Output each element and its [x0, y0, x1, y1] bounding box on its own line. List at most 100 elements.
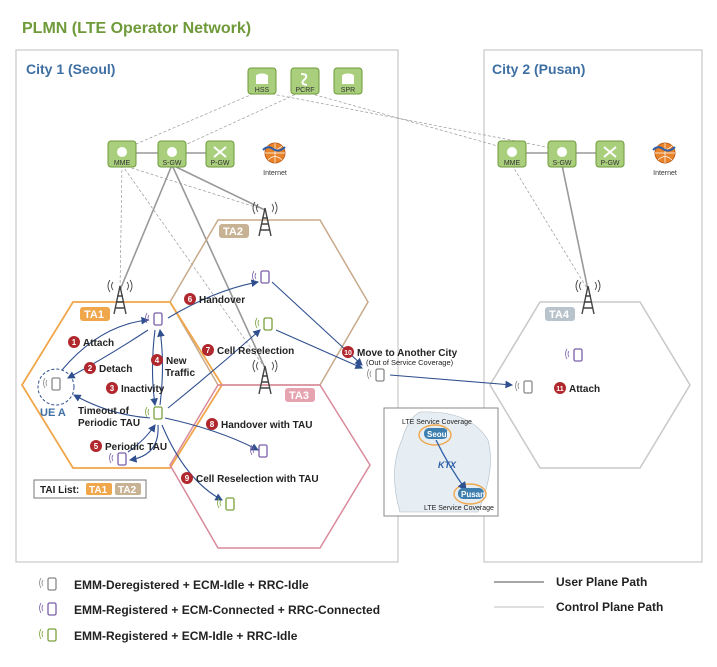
svg-text:6: 6 — [188, 295, 193, 304]
ta3-hexagon — [169, 384, 371, 549]
svg-text:11: 11 — [556, 386, 564, 393]
svg-text:Inactivity: Inactivity — [121, 384, 165, 395]
ta1-label: TA1 — [84, 309, 104, 321]
svg-text:Cell Reselection with TAU: Cell Reselection with TAU — [196, 474, 319, 485]
timeout-label-1: Timeout of — [78, 406, 130, 417]
tower-icon-ta3 — [252, 359, 278, 395]
event-9: 9 Cell Reselection with TAU — [181, 472, 319, 485]
svg-text:Handover: Handover — [199, 295, 245, 306]
internet-icon-city1: Internet — [262, 142, 287, 177]
internet-icon-city2: Internet — [652, 142, 677, 177]
tai-list-item-ta2: TA2 — [118, 485, 137, 496]
ta3-label: TA3 — [289, 390, 309, 402]
svg-text:7: 7 — [206, 346, 211, 355]
svg-text:Attach: Attach — [569, 384, 600, 395]
ta1-flow-arrows — [61, 316, 165, 463]
svg-text:Traffic: Traffic — [165, 368, 195, 379]
pcrf-node: PCRF — [290, 67, 320, 95]
sgw-node-city2: S-GW — [547, 140, 577, 168]
mme-node-city1: MME — [107, 140, 137, 168]
svg-text:9: 9 — [185, 474, 190, 483]
sgw-node-city1: S-GW — [157, 140, 187, 168]
ue-icon-connected-ta3 — [249, 444, 268, 458]
ue-icon-idle-ta3 — [216, 497, 235, 511]
ue-a-label: UE A — [40, 407, 66, 419]
ue-icon-dereg-moving — [366, 368, 385, 382]
pgw-node-city2: P-GW — [595, 140, 625, 168]
event-10: 10 Move to Another City (Out of Service … — [342, 346, 458, 367]
svg-text:5: 5 — [94, 442, 99, 451]
event-1: 1 Attach — [68, 336, 114, 349]
svg-text:HSS: HSS — [255, 87, 270, 94]
korea-map-inset: LTE Service Coverage Seoul KTX Pusan LTE… — [383, 407, 499, 517]
map-ktx-label: KTX — [438, 460, 457, 470]
legend-state-2: EMM-Registered + ECM-Connected + RRC-Con… — [74, 603, 380, 617]
svg-text:Move to Another City: Move to Another City — [357, 348, 458, 359]
svg-text:Detach: Detach — [99, 364, 132, 375]
ta4-hexagon — [489, 301, 691, 469]
map-pusan-coverage: LTE Service Coverage — [424, 505, 494, 512]
svg-text:S-GW: S-GW — [162, 160, 181, 167]
event-5: 5 Periodic TAU — [90, 440, 167, 453]
city2-frame — [483, 49, 703, 563]
mme-node-city2: MME — [497, 140, 527, 168]
event-11: 11 Attach — [554, 382, 600, 395]
tower-icon-ta2 — [252, 201, 278, 237]
svg-text:SPR: SPR — [341, 87, 355, 94]
ue-icon-connected-ta2 — [251, 270, 270, 284]
svg-text:Attach: Attach — [83, 338, 114, 349]
map-pusan-label: Pusan — [461, 490, 485, 499]
ue-icon-dereg-ta4 — [514, 380, 533, 394]
svg-text:MME: MME — [504, 160, 521, 167]
ue-icon-idle-ta1 — [144, 406, 163, 420]
svg-text:4: 4 — [155, 356, 160, 365]
svg-text:MME: MME — [114, 160, 131, 167]
legend-control-plane: Control Plane Path — [556, 600, 663, 614]
svg-text:3: 3 — [110, 384, 115, 393]
event-3: 3 Inactivity — [106, 382, 165, 395]
spr-node: SPR — [333, 67, 363, 95]
city1-frame — [15, 49, 399, 563]
svg-text:Periodic TAU: Periodic TAU — [105, 442, 167, 453]
legend-icon-idle — [38, 628, 57, 642]
svg-text:2: 2 — [88, 364, 93, 373]
svg-text:8: 8 — [210, 420, 215, 429]
event-2: 2 Detach — [84, 362, 132, 375]
map-seoul-coverage: LTE Service Coverage — [402, 419, 472, 426]
ue-icon-connected-ta4 — [564, 348, 583, 362]
svg-text:New: New — [166, 356, 187, 367]
event-7: 7 Cell Reselection — [202, 344, 294, 357]
city1-label: City 1 (Seoul) — [26, 61, 115, 77]
ue-icon-idle-ta2 — [254, 317, 273, 331]
legend-state-3: EMM-Registered + ECM-Idle + RRC-Idle — [74, 629, 298, 643]
ta4-label: TA4 — [549, 309, 570, 321]
svg-text:Internet: Internet — [653, 170, 677, 177]
legend-icon-connected — [38, 602, 57, 616]
svg-text:P-GW: P-GW — [210, 160, 229, 167]
svg-text:1: 1 — [72, 338, 77, 347]
svg-text:Internet: Internet — [263, 170, 287, 177]
ue-a-boundary — [37, 368, 75, 406]
ta2-label: TA2 — [223, 226, 243, 238]
city2-label: City 2 (Pusan) — [492, 61, 585, 77]
svg-text:P-GW: P-GW — [600, 160, 619, 167]
hss-node: HSS — [247, 67, 277, 95]
legend-user-plane: User Plane Path — [556, 575, 647, 589]
event-6: 6 Handover — [184, 293, 245, 306]
tower-icon-ta4 — [575, 279, 601, 315]
timeout-label-2: Periodic TAU — [78, 418, 140, 429]
svg-text:Handover with TAU: Handover with TAU — [221, 420, 312, 431]
ta1-hexagon — [20, 301, 224, 469]
map-seoul-label: Seoul — [427, 430, 449, 439]
pgw-node-city1: P-GW — [205, 140, 235, 168]
tai-list-label: TAI List: — [40, 485, 79, 496]
ue-icon-dereg — [42, 377, 61, 391]
legend-icon-dereg — [38, 577, 57, 591]
svg-text:PCRF: PCRF — [295, 87, 314, 94]
legend: EMM-Deregistered + ECM-Idle + RRC-Idle E… — [38, 575, 663, 643]
svg-text:10: 10 — [344, 350, 352, 357]
legend-state-1: EMM-Deregistered + ECM-Idle + RRC-Idle — [74, 578, 309, 592]
event-8: 8 Handover with TAU — [206, 418, 312, 431]
page-title: PLMN (LTE Operator Network) — [22, 20, 251, 37]
svg-text:S-GW: S-GW — [552, 160, 571, 167]
